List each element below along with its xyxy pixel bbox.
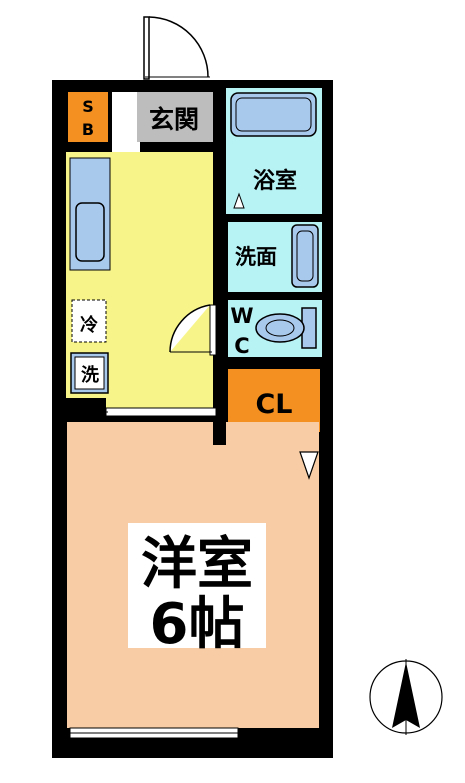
genkan-step-gap: [112, 142, 140, 152]
sb-label-s: S: [82, 97, 94, 116]
wall-divider: [66, 142, 216, 152]
wall-divider: [66, 398, 106, 412]
genkan-floor: [137, 92, 215, 147]
closet-label: CL: [255, 389, 292, 420]
washroom-label: 洗面: [235, 245, 277, 269]
wall-divider: [213, 360, 226, 445]
toilet: [255, 307, 317, 349]
bathtub: [230, 92, 317, 137]
closet-door-arrow: [299, 451, 319, 480]
wc-label-c: C: [234, 334, 249, 358]
north-arrow-icon: [369, 659, 443, 735]
bath-label: 浴室: [253, 168, 297, 194]
washer-label: 洗: [81, 364, 99, 386]
wc-door: [169, 304, 217, 356]
partition-door: [105, 407, 217, 417]
entrance-door: [143, 16, 210, 80]
wall-divider: [213, 86, 226, 366]
wall-divider: [226, 292, 326, 300]
refrigerator-label: 冷: [80, 314, 98, 336]
wc-label-w: W: [230, 304, 253, 328]
closet-box: [228, 369, 320, 432]
genkan-label: 玄関: [149, 105, 199, 134]
genkan-step: [112, 92, 137, 147]
sb-label-b: B: [82, 120, 94, 139]
wall-divider: [226, 214, 326, 222]
main-room-size: 6帖: [150, 592, 245, 657]
refrigerator-space: [71, 299, 107, 343]
main-room-label-bg: [128, 523, 266, 648]
wall-divider: [226, 357, 326, 369]
sb-box: [68, 92, 108, 142]
wash-basin: [291, 224, 319, 288]
main-room-label: 洋室: [141, 532, 253, 597]
kitchen-sink: [75, 202, 105, 262]
